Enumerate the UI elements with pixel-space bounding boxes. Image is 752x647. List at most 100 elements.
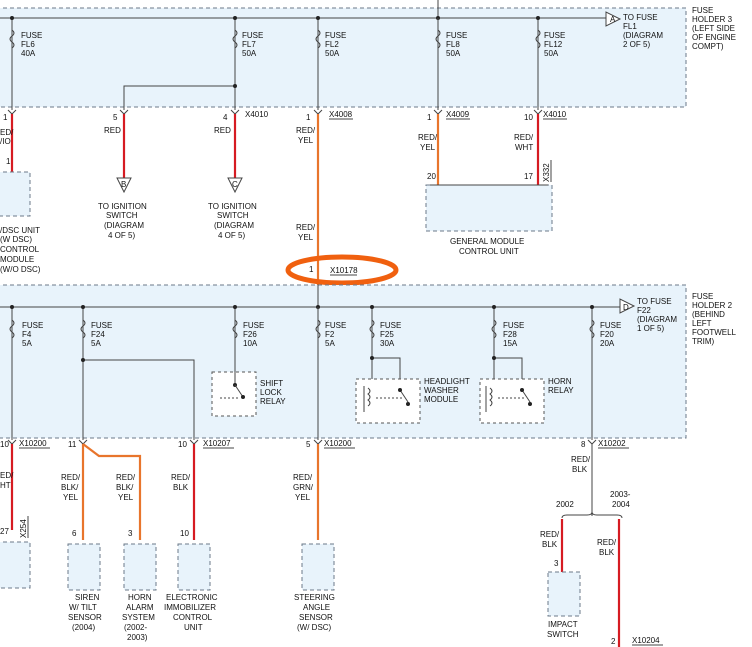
horn-relay: HORN RELAY xyxy=(479,377,574,424)
ref-b-letter: B xyxy=(121,180,126,189)
wire-horn-alarm-label-3: YEL xyxy=(118,493,134,502)
ref-a-label-4: 2 OF 5) xyxy=(623,40,650,49)
ref-d-label-4: 1 OF 5) xyxy=(637,324,664,333)
pin-left-1: 1 xyxy=(6,157,11,166)
year-2002-label: 2002 xyxy=(556,500,574,509)
fuse-holder-2-title-3: (BEHIND xyxy=(692,310,725,319)
ref-c-letter: C xyxy=(232,180,238,189)
wire-left-edge-label-2: /IO xyxy=(0,137,11,146)
pin-x10204-2: 2 xyxy=(611,637,616,646)
gem-component xyxy=(425,184,553,232)
svg-text:FUSE: FUSE xyxy=(91,321,112,330)
ref-a-label-1: TO FUSE xyxy=(623,13,658,22)
left-cut-label-2: (W DSC) xyxy=(0,235,32,244)
svg-text:MODULE: MODULE xyxy=(424,395,458,404)
gem-label-1: GENERAL MODULE xyxy=(450,237,524,246)
pin-siren-6: 6 xyxy=(72,529,77,538)
fuse-f26: FUSE F26 10A xyxy=(232,305,264,372)
wire-steering-label-1: RED/ xyxy=(293,473,313,482)
svg-text:10: 10 xyxy=(0,440,9,449)
connector-x4010-b: X4010 xyxy=(543,110,567,119)
svg-text:1: 1 xyxy=(306,113,311,122)
pin-gem-20: 20 xyxy=(427,172,436,181)
wire-siren-label-2: BLK/ xyxy=(61,483,79,492)
ref-c-label-3: (DIAGRAM xyxy=(214,221,254,230)
pin-immobilizer-10: 10 xyxy=(180,529,189,538)
pin-left-27: 27 xyxy=(0,527,9,536)
horn-alarm-label-1: HORN xyxy=(128,593,152,602)
ref-c-label-1: TO IGNITION xyxy=(208,202,257,211)
fuse-f2: FUSE F2 5A xyxy=(315,307,346,440)
ref-b-label-2: SWITCH xyxy=(106,211,138,220)
left-cut-label-5: (W/O DSC) xyxy=(0,265,41,274)
immobilizer-component xyxy=(177,543,211,591)
svg-text:FL2: FL2 xyxy=(325,40,339,49)
siren-label-1: SIREN xyxy=(75,593,100,602)
connector-x10202: X10202 xyxy=(598,439,626,448)
fuse-holder-2-title-6: TRIM) xyxy=(692,337,715,346)
wire-red-yel-gem-label-2: YEL xyxy=(420,143,436,152)
svg-text:FUSE: FUSE xyxy=(503,321,524,330)
wire-impact-label-1: RED/ xyxy=(540,530,560,539)
wire-red-yel-feed-label-4: YEL xyxy=(298,233,314,242)
fuse-holder-2-box xyxy=(0,284,687,439)
svg-text:10: 10 xyxy=(524,113,533,122)
svg-text:HEADLIGHT: HEADLIGHT xyxy=(424,377,470,386)
ref-b-marker xyxy=(116,177,132,194)
wire-red-blk-yel-horn-alarm xyxy=(82,443,142,540)
fuse-f24: FUSE F24 5A xyxy=(80,305,112,440)
svg-text:FL8: FL8 xyxy=(446,40,460,49)
svg-text:50A: 50A xyxy=(544,49,559,58)
svg-text:50A: 50A xyxy=(242,49,257,58)
siren-component xyxy=(67,543,101,591)
svg-text:FUSE: FUSE xyxy=(325,31,346,40)
svg-text:15A: 15A xyxy=(503,339,518,348)
svg-text:FL6: FL6 xyxy=(21,40,35,49)
connector-x10178: X10178 xyxy=(330,266,358,275)
horn-alarm-label-3: SYSTEM xyxy=(122,613,155,622)
wire-red-wht-gem-label-2: WHT xyxy=(515,143,533,152)
highlight-circle xyxy=(285,254,399,286)
year-2003-label-2: 2004 xyxy=(612,500,630,509)
connector-x4009: X4009 xyxy=(446,110,470,119)
fuse-f4: FUSE F4 5A xyxy=(9,305,43,440)
siren-label-3: SENSOR xyxy=(68,613,102,622)
wire-impact-label-2: BLK xyxy=(542,540,558,549)
ref-d-label-2: F22 xyxy=(637,306,651,315)
fuse-f25: FUSE F25 30A xyxy=(369,305,401,390)
left-cut-label-4: MODULE xyxy=(0,255,34,264)
immobilizer-label-4: UNIT xyxy=(184,623,203,632)
ref-c-label-2: SWITCH xyxy=(217,211,249,220)
ref-d-letter: D xyxy=(623,303,629,312)
svg-text:1: 1 xyxy=(427,113,432,122)
wire-red-yel-feed-label-2: YEL xyxy=(298,136,314,145)
svg-text:FUSE: FUSE xyxy=(600,321,621,330)
svg-text:5: 5 xyxy=(306,440,311,449)
wire-horn-alarm-label-2: BLK/ xyxy=(116,483,134,492)
connector-x10207: X10207 xyxy=(203,439,231,448)
svg-text:HORN: HORN xyxy=(548,377,572,386)
svg-text:FUSE: FUSE xyxy=(243,321,264,330)
steering-label-4: (W/ DSC) xyxy=(297,623,332,632)
svg-text:4: 4 xyxy=(223,113,228,122)
pin-x10178-1: 1 xyxy=(309,265,314,274)
svg-text:F28: F28 xyxy=(503,330,517,339)
svg-text:WASHER: WASHER xyxy=(424,386,459,395)
siren-label-2: W/ TILT xyxy=(69,603,97,612)
horn-alarm-label-2: ALARM xyxy=(126,603,154,612)
svg-text:50A: 50A xyxy=(325,49,340,58)
svg-text:50A: 50A xyxy=(446,49,461,58)
svg-text:FUSE: FUSE xyxy=(22,321,43,330)
fuse-holder-2-title-2: HOLDER 2 xyxy=(692,301,733,310)
wire-red-wht-gem-label-1: RED/ xyxy=(514,133,534,142)
wire-red-yel-feed-label-3: RED/ xyxy=(296,223,316,232)
svg-text:8: 8 xyxy=(581,440,586,449)
fuse-f28: FUSE F28 15A xyxy=(491,305,524,390)
svg-text:F4: F4 xyxy=(22,330,32,339)
fuse-holder-2-title-5: FOOTWELL xyxy=(692,328,737,337)
connector-pins-row-1: 1 5 4 X4010 1 X4008 1 X4009 10 X4010 xyxy=(3,109,567,122)
svg-text:FUSE: FUSE xyxy=(446,31,467,40)
connector-x254: X254 xyxy=(19,519,28,538)
steering-label-1: STEERING xyxy=(294,593,335,602)
wire-left-edge-label-1: ED/ xyxy=(0,128,14,137)
